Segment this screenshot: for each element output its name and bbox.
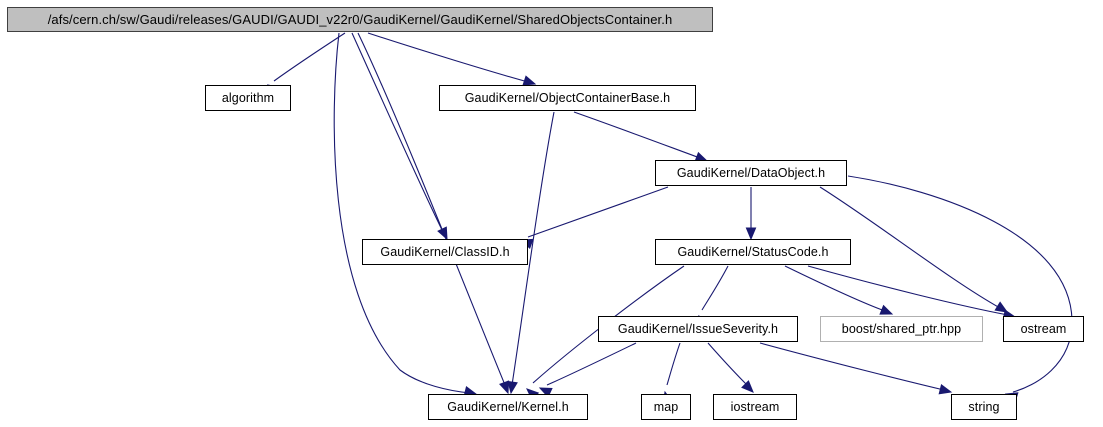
graph-node-root[interactable]: /afs/cern.ch/sw/Gaudi/releases/GAUDI/GAU…	[7, 7, 713, 32]
graph-node-label: GaudiKernel/ClassID.h	[380, 244, 510, 259]
dependency-edge	[807, 265, 1009, 316]
dependency-edge	[357, 32, 506, 386]
dependency-edge	[666, 342, 681, 386]
graph-node-algorithm[interactable]: algorithm	[205, 85, 291, 111]
graph-node-label: algorithm	[221, 90, 275, 105]
dependency-edge	[333, 32, 471, 394]
graph-node-ostream[interactable]: ostream	[1003, 316, 1084, 342]
edge-arrowhead	[994, 301, 1009, 313]
graph-node-label: ostream	[1020, 321, 1067, 336]
dependency-edge	[701, 265, 729, 311]
dependency-edge	[367, 32, 529, 83]
graph-node-kernel[interactable]: GaudiKernel/Kernel.h	[428, 394, 588, 420]
graph-node-label: iostream	[730, 399, 780, 414]
edge-arrowhead	[745, 227, 757, 241]
graph-node-label: map	[653, 399, 679, 414]
dependency-edge	[573, 111, 701, 159]
graph-node-sharedptr[interactable]: boost/shared_ptr.hpp	[820, 316, 983, 342]
graph-node-label: GaudiKernel/IssueSeverity.h	[617, 321, 779, 336]
dependency-edge	[546, 342, 637, 386]
graph-node-label: GaudiKernel/ObjectContainerBase.h	[464, 90, 671, 105]
graph-node-label: boost/shared_ptr.hpp	[841, 321, 962, 336]
edge-arrowhead	[499, 380, 510, 395]
graph-node-label: string	[968, 399, 1000, 414]
edge-arrowhead	[938, 384, 953, 395]
graph-node-map[interactable]: map	[641, 394, 691, 420]
edge-arrowhead	[879, 304, 894, 315]
dependency-edge	[707, 342, 749, 387]
graph-node-objcontbase[interactable]: GaudiKernel/ObjectContainerBase.h	[439, 85, 696, 111]
graph-node-label: GaudiKernel/DataObject.h	[676, 165, 826, 180]
graph-node-dataobject[interactable]: GaudiKernel/DataObject.h	[655, 160, 847, 186]
dependency-edge	[847, 175, 1073, 393]
dependency-edge	[784, 265, 886, 312]
edge-arrowhead	[741, 380, 754, 393]
graph-node-statuscode[interactable]: GaudiKernel/StatusCode.h	[655, 239, 851, 265]
dependency-edge	[527, 186, 669, 238]
dependency-edge	[511, 111, 555, 386]
dependency-edge	[819, 186, 1001, 309]
edge-arrowhead	[507, 380, 518, 395]
graph-node-label: GaudiKernel/StatusCode.h	[677, 244, 829, 259]
graph-node-issuesev[interactable]: GaudiKernel/IssueSeverity.h	[598, 316, 798, 342]
graph-node-label: /afs/cern.ch/sw/Gaudi/releases/GAUDI/GAU…	[47, 12, 673, 27]
edge-arrowhead	[522, 75, 537, 86]
dependency-edge	[351, 32, 444, 233]
graph-node-label: GaudiKernel/Kernel.h	[447, 399, 569, 414]
graph-node-iostream[interactable]: iostream	[713, 394, 797, 420]
graph-node-classid[interactable]: GaudiKernel/ClassID.h	[362, 239, 528, 265]
graph-node-string[interactable]: string	[951, 394, 1017, 420]
dependency-edge	[759, 342, 945, 391]
dependency-edge	[273, 32, 346, 82]
